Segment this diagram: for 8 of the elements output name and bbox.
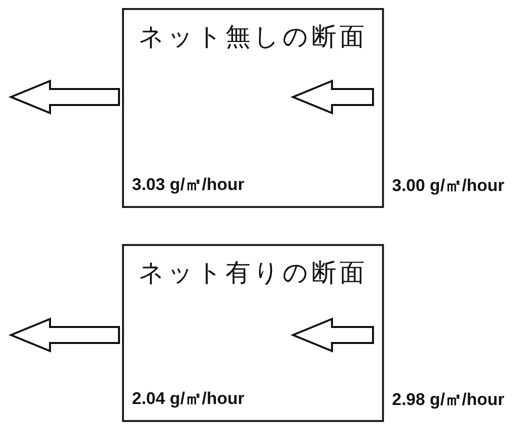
- section-box: [122, 244, 384, 422]
- flux-value: 3.03 g/㎡/hour: [132, 174, 244, 196]
- flux-value: 3.00 g/㎡/hour: [392, 175, 504, 197]
- section-title: ネット有りの断面: [138, 257, 368, 289]
- flux-value: 2.98 g/㎡/hour: [392, 389, 504, 411]
- flux-value: 2.04 g/㎡/hour: [132, 388, 244, 410]
- section-title: ネット無しの断面: [138, 21, 368, 53]
- section-box: [122, 8, 384, 208]
